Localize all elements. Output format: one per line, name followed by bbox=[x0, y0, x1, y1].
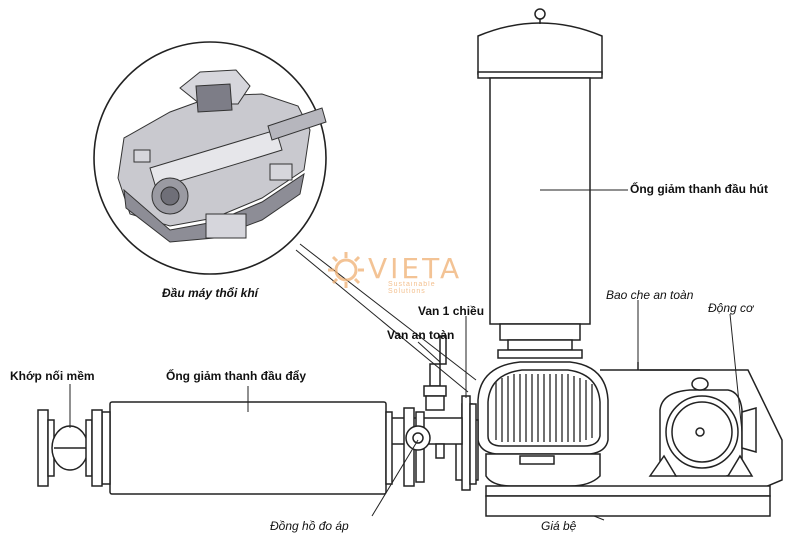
label-pressure-gauge: Đồng hồ đo áp bbox=[270, 519, 349, 533]
label-safety-valve: Van an toàn bbox=[387, 328, 455, 342]
suction-silencer bbox=[477, 8, 603, 359]
base-frame-leader bbox=[593, 515, 605, 521]
motor-leader bbox=[729, 313, 743, 433]
label-base-frame: Giá bệ bbox=[541, 519, 577, 533]
blower-ribs bbox=[495, 374, 593, 442]
vieta-watermark: VIETA Sustainable Solutions bbox=[326, 248, 476, 295]
label-discharge-silencer: Ống giảm thanh đầu đẩy bbox=[166, 369, 307, 383]
blower-head bbox=[477, 361, 609, 455]
motor bbox=[648, 377, 757, 477]
cutaway-leader-2 bbox=[295, 249, 469, 393]
flexible-joint bbox=[37, 409, 103, 487]
gear-icon bbox=[328, 252, 364, 288]
label-flexible-joint: Khớp nối mềm bbox=[10, 369, 95, 383]
blower-lower-body bbox=[485, 453, 601, 487]
label-suction-silencer: Ống giảm thanh đầu hút bbox=[630, 182, 768, 196]
cutaway-leader-1 bbox=[299, 243, 477, 381]
watermark-brand: VIETA bbox=[368, 252, 463, 285]
cutaway-blower-section bbox=[117, 69, 327, 243]
watermark-tagline: Sustainable Solutions bbox=[388, 281, 436, 295]
cutaway-callout bbox=[93, 41, 327, 275]
pressure-gauge bbox=[405, 425, 445, 459]
label-motor: Động cơ bbox=[708, 301, 754, 315]
check-valve bbox=[461, 395, 477, 491]
discharge-silencer bbox=[101, 401, 393, 495]
label-check-valve: Van 1 chiều bbox=[418, 304, 485, 318]
label-blower-head: Đầu máy thổi khí bbox=[162, 286, 259, 300]
pressure-gauge-leader bbox=[371, 439, 419, 517]
base-frame bbox=[485, 485, 771, 517]
safety-valve-leader bbox=[417, 341, 441, 363]
safety-valve bbox=[423, 335, 447, 411]
label-safety-guard: Bao che an toàn bbox=[606, 288, 694, 302]
